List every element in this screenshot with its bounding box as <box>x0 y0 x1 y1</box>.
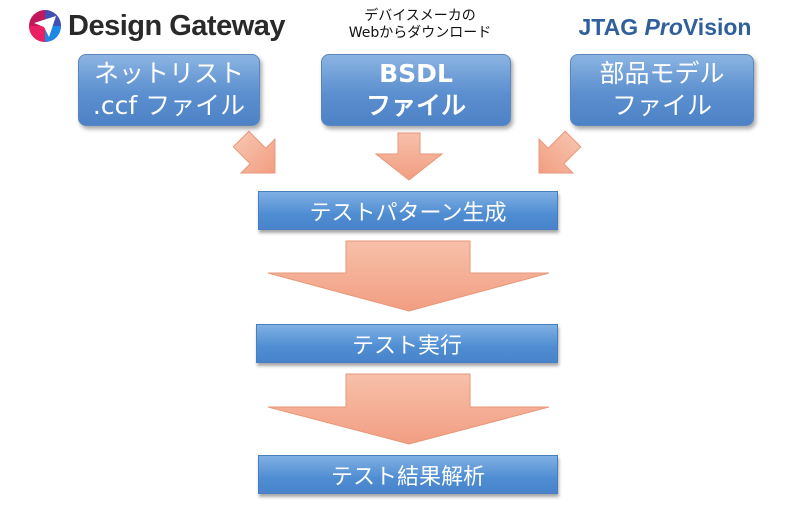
arrow-netlist-to-generate <box>232 130 276 174</box>
netlist-line-1: ネットリスト <box>93 59 244 88</box>
step-analyze-results: テスト結果解析 <box>258 455 558 494</box>
jtag-pro: Pro <box>644 14 683 40</box>
bsdl-line-2: ファイル <box>365 91 466 120</box>
netlist-file-box: ネットリスト .ccf ファイル <box>78 54 260 126</box>
jtag-provision-title: JTAG ProVision <box>560 14 770 41</box>
parts-line-1: 部品モデル <box>599 59 725 88</box>
step-generate-test-pattern: テストパターン生成 <box>258 191 558 230</box>
jtag-prefix: JTAG <box>578 14 645 40</box>
arrow-bsdl-to-generate <box>374 132 444 181</box>
download-caption: デバイスメーカの Webからダウンロード <box>300 8 540 42</box>
bsdl-file-box: BSDL ファイル <box>321 54 511 126</box>
design-gateway-logo: Design Gateway <box>28 8 308 44</box>
parts-model-file-box: 部品モデル ファイル <box>570 54 754 126</box>
caption-line-2: Webからダウンロード <box>348 25 492 41</box>
caption-line-1: デバイスメーカの <box>364 8 476 24</box>
logo-text: Design Gateway <box>68 9 286 42</box>
arrow-generate-to-execute <box>267 240 550 312</box>
design-gateway-logo-icon <box>29 10 61 42</box>
netlist-line-2: .ccf ファイル <box>92 91 246 120</box>
bsdl-line-1: BSDL <box>379 59 453 88</box>
arrow-parts-to-generate <box>538 130 582 174</box>
jtag-suffix: Vision <box>682 14 752 40</box>
step-execute-test: テスト実行 <box>256 324 558 363</box>
arrow-execute-to-analyze <box>267 373 550 445</box>
parts-line-2: ファイル <box>611 91 712 120</box>
